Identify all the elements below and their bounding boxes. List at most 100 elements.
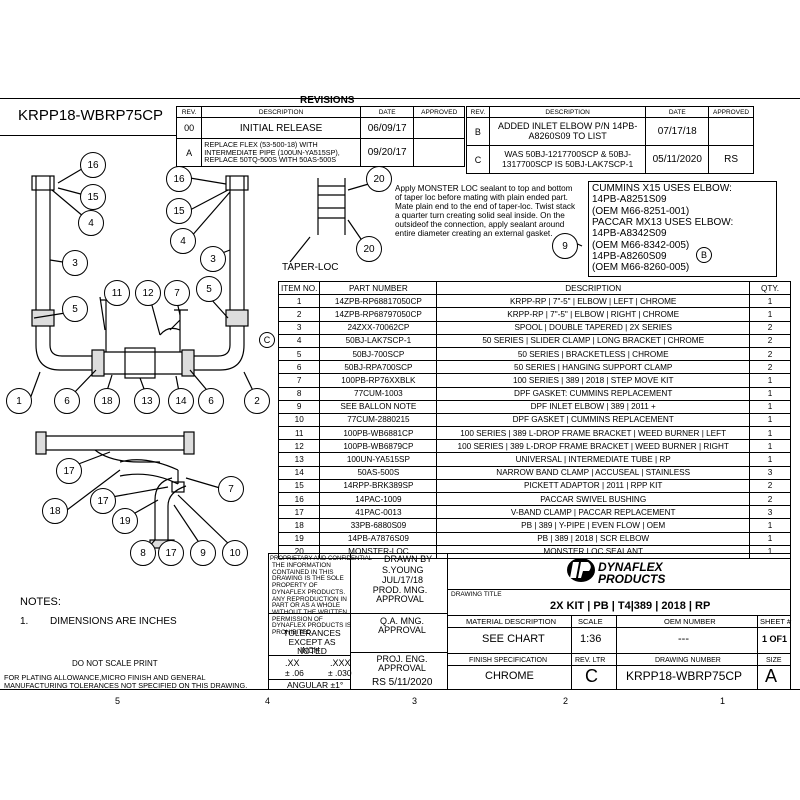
y-pipe-section	[119, 459, 179, 485]
parts-cell-description: 100 SERIES | 389 | 2018 | STEP MOVE KIT	[436, 373, 750, 388]
title-block-left	[268, 553, 269, 689]
elbow-note-line: PACCAR MX13 USES ELBOW:	[592, 217, 734, 228]
rev-date: 07/17/18	[645, 117, 710, 146]
material-label: MATERIAL DESCRIPTION	[466, 617, 557, 626]
parts-cell-qty: 1	[749, 386, 791, 401]
callout-19: 19	[112, 508, 138, 534]
elbow-note-line: 14PB-A8342S09	[592, 228, 667, 239]
frame-bottom-line	[0, 689, 800, 690]
leader-1	[29, 371, 41, 400]
intermediate-tube	[94, 449, 160, 463]
tolerances-label: TOLERANCES EXCEPT AS NOTED	[283, 628, 341, 656]
taper-loc-tube	[317, 178, 346, 235]
parts-cell-item: 16	[277, 491, 321, 507]
rev-description: WAS 50BJ-1217700SCP & 50BJ-1317700SCP IS…	[488, 145, 647, 174]
parts-cell-qty: 3	[749, 465, 791, 480]
oem-value: ---	[678, 633, 689, 645]
scale-value: 1:36	[580, 633, 602, 645]
revisions-table-right: REV. DESCRIPTION DATE APPROVED B ADDED I…	[466, 106, 754, 174]
elbow-note-line: 14PB-A8251S09	[592, 194, 667, 205]
tb-row-line	[447, 653, 790, 654]
proprietary-text: THE INFORMATION CONTAINED IN THIS DRAWIN…	[272, 562, 352, 637]
parts-cell-qty: 1	[749, 439, 791, 454]
callout-7: 7	[218, 476, 244, 502]
callout-20: 20	[356, 236, 382, 262]
notes-title: NOTES:	[20, 596, 61, 608]
revisions-title: REVISIONS	[300, 95, 355, 106]
size-value: A	[765, 666, 778, 686]
parts-cell-part: 50BJ-700SCP	[319, 346, 438, 362]
callout-17: 17	[90, 488, 116, 514]
title-block-divider	[350, 553, 351, 689]
parts-cell-description: SPOOL | DOUBLE TAPERED | 2X SERIES	[436, 320, 750, 335]
parts-cell-part: 33PB-6880S09	[319, 518, 438, 533]
elbow-note-box: CUMMINS X15 USES ELBOW: 14PB-A8251S09 (O…	[588, 181, 777, 277]
parts-cell-part: 50AS-500S	[319, 465, 438, 480]
title-block-top	[268, 553, 791, 554]
right-stack-clamp-top	[225, 175, 249, 191]
parts-cell-part: 14RPP-BRK389SP	[319, 478, 438, 494]
tolerance-xx: .XX	[285, 658, 300, 668]
parts-cell-item: 18	[277, 518, 321, 533]
callout-5: 5	[196, 276, 222, 302]
drawn-by: S.YOUNG	[382, 565, 424, 575]
tb-col-line	[757, 615, 758, 689]
parts-cell-qty: 2	[749, 491, 791, 507]
callout-12: 12	[135, 280, 161, 306]
callout-4: 4	[170, 228, 196, 254]
parts-cell-item: 19	[277, 531, 321, 546]
parts-cell-description: 100 SERIES | 389 L-DROP FRAME BRACKET | …	[436, 439, 750, 454]
header-part-number: KRPP18-WBRP75CP	[18, 107, 164, 124]
callout-17: 17	[158, 540, 184, 566]
frame-top-line	[0, 98, 800, 99]
parts-cell-description: PB | 389 | 2018 | SCR ELBOW	[436, 531, 750, 546]
rev-ltr-value: C	[585, 666, 598, 686]
rev-mark-b: B	[696, 247, 712, 263]
parts-cell-item: 6	[277, 360, 321, 375]
rev-mark-c: C	[259, 332, 275, 348]
callout-16: 16	[166, 166, 192, 192]
callout-10: 10	[222, 540, 248, 566]
rev-ltr-label: REV. LTR	[575, 657, 606, 664]
parts-cell-item: 8	[277, 386, 321, 401]
parts-cell-item: 20	[277, 544, 321, 559]
material-value: SEE CHART	[482, 633, 545, 645]
qty-header: QTY.	[749, 280, 791, 296]
parts-cell-item: 13	[277, 452, 321, 467]
callout-8: 8	[130, 540, 156, 566]
callout-6: 6	[54, 388, 80, 414]
callout-17: 17	[56, 458, 82, 484]
parts-cell-part: 50BJ-LAK7SCP-1	[319, 333, 438, 348]
dynaflex-logo-icon	[567, 558, 595, 582]
parts-cell-part: 14ZPB-RP68797050CP	[319, 307, 438, 322]
rev-letter: 00	[175, 117, 203, 139]
drawn-date: JUL/17/18	[382, 575, 424, 585]
elbow-note-line: 14PB-A8260S09	[592, 251, 667, 262]
parts-cell-qty: 1	[749, 294, 791, 309]
taper-loc-rings	[318, 185, 345, 219]
left-stack-outer	[35, 176, 100, 371]
callout-14: 14	[168, 388, 194, 414]
leader-7-lower	[185, 477, 221, 489]
sheet-label: SHEET #	[760, 617, 792, 626]
rev-letter: A	[175, 138, 203, 167]
rev-date: 05/11/2020	[645, 145, 710, 174]
elbow-note-line: (OEM M66-8342-005)	[592, 240, 690, 251]
crossover-pipe	[100, 351, 186, 375]
parts-cell-description: MONSTER LOC SEALANT	[436, 544, 750, 559]
parts-cell-part: 50BJ-RPA700SCP	[319, 360, 438, 375]
callout-3: 3	[62, 250, 88, 276]
note-dimensions: DIMENSIONS ARE INCHES	[50, 616, 177, 627]
callout-18: 18	[94, 388, 120, 414]
parts-cell-qty: 2	[749, 333, 791, 348]
callout-15: 15	[80, 184, 106, 210]
finish-value: CHROME	[485, 670, 534, 682]
description-header: DESCRIPTION	[436, 280, 750, 296]
parts-cell-description: DPF GASKET: CUMMINS REPLACEMENT	[436, 386, 750, 401]
